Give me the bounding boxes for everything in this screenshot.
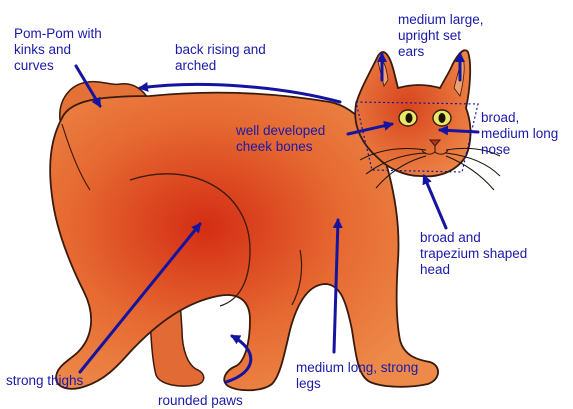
label-pompom: Pom-Pom with kinks and curves <box>14 26 102 74</box>
label-ears: medium large, upright set ears <box>398 12 484 60</box>
label-head: broad and trapezium shaped head <box>420 230 527 278</box>
arrow-nose <box>440 130 478 132</box>
label-back: back rising and arched <box>175 42 266 74</box>
label-cheek: well developed cheek bones <box>236 123 325 155</box>
arrow-head <box>424 176 446 228</box>
label-thighs: strong thighs <box>6 373 83 389</box>
label-paws: rounded paws <box>158 393 243 409</box>
label-nose: broad, medium long nose <box>481 110 558 158</box>
label-legs: medium long, strong legs <box>296 360 418 392</box>
